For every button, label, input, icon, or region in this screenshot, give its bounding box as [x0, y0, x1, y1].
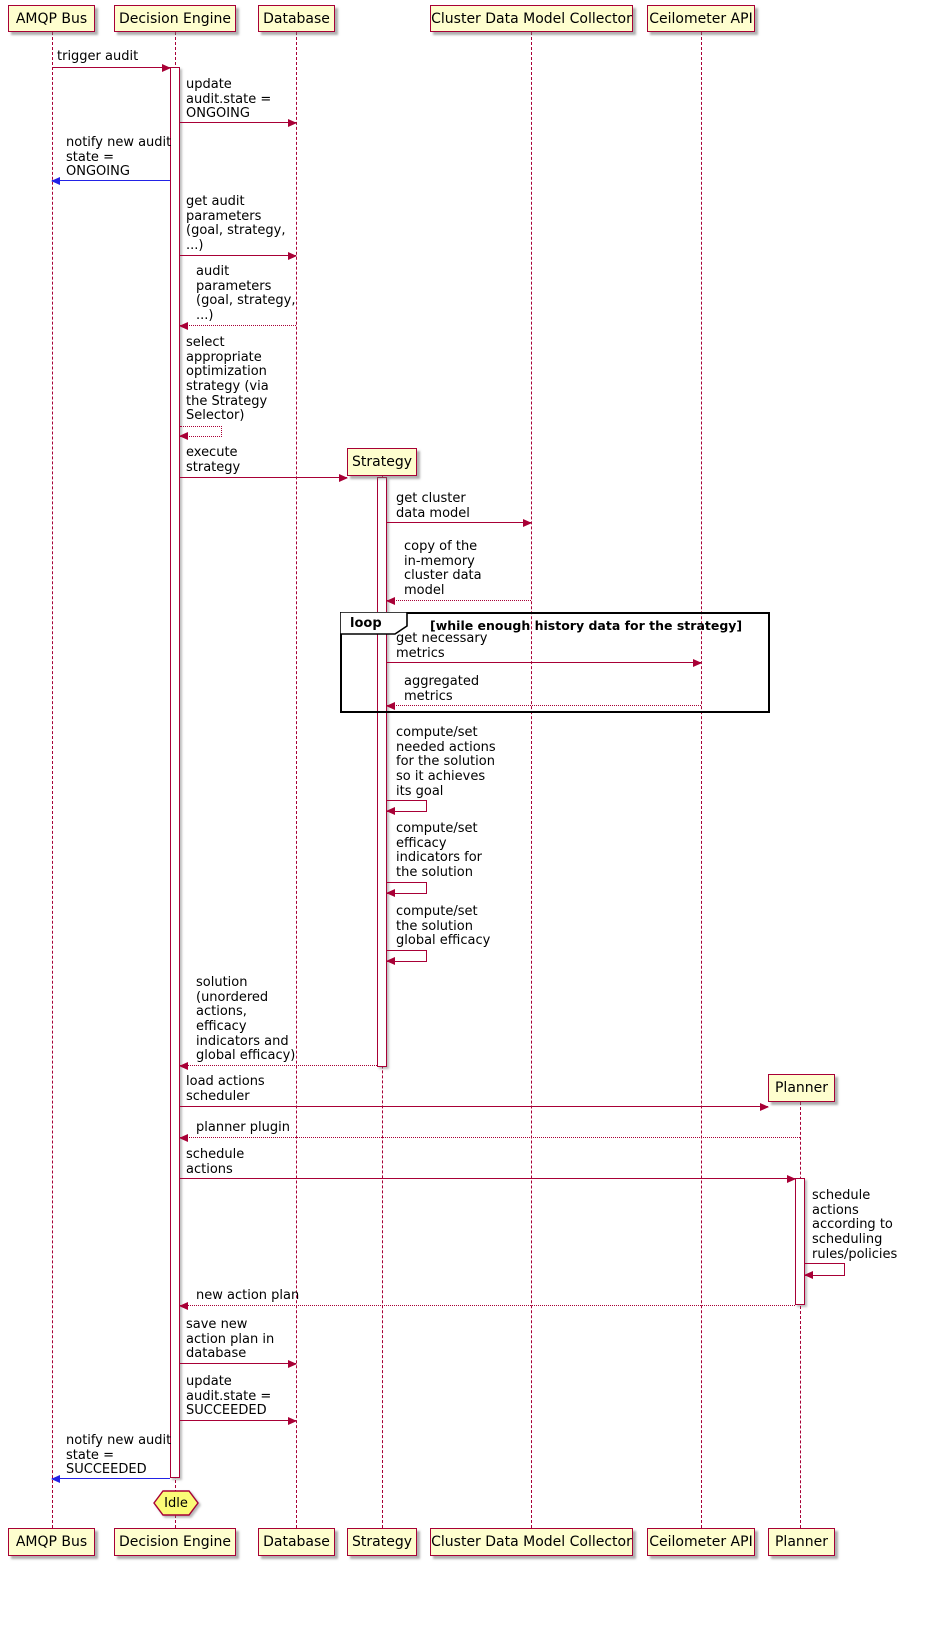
message-label-save-action-plan: save new action plan in database	[186, 1317, 275, 1362]
message-label-schedule-actions: schedule actions	[186, 1147, 245, 1177]
lifeline-amqp-bus	[52, 32, 53, 1528]
message-arrow-planner-plugin	[179, 1134, 800, 1142]
participant-top-ceilometer-api: Ceilometer API	[647, 5, 755, 32]
message-label-compute-global-efficacy: compute/set the solution global efficacy	[396, 904, 491, 949]
activation-planner	[795, 1178, 805, 1305]
message-arrow-load-actions-scheduler	[180, 1103, 769, 1111]
message-arrow-schedule-actions	[180, 1175, 796, 1183]
lifeline-planner	[800, 1102, 801, 1528]
message-label-aggregated-metrics: aggregated metrics	[404, 674, 480, 704]
message-self-schedule-by-rules	[804, 1263, 845, 1279]
message-label-compute-efficacy-indicators: compute/set efficacy indicators for the …	[396, 821, 483, 881]
message-label-compute-needed-actions: compute/set needed actions for the solut…	[396, 725, 496, 799]
message-label-new-action-plan: new action plan	[196, 1288, 300, 1303]
message-arrow-new-action-plan	[179, 1302, 795, 1310]
participant-top-database: Database	[258, 5, 335, 32]
message-label-planner-plugin: planner plugin	[196, 1120, 290, 1135]
message-arrow-get-cluster-data-model	[387, 519, 532, 527]
message-label-load-actions-scheduler: load actions scheduler	[186, 1074, 265, 1104]
message-arrow-aggregated-metrics	[386, 702, 701, 710]
message-label-solution-return: solution (unordered actions, efficacy in…	[196, 975, 296, 1064]
message-label-get-cluster-data-model: get cluster data model	[396, 491, 470, 521]
participant-top-amqp-bus: AMQP Bus	[8, 5, 95, 32]
message-label-cluster-model-copy: copy of the in-memory cluster data model	[404, 539, 482, 599]
message-label-notify-ongoing: notify new audit state = ONGOING	[66, 135, 172, 180]
participant-top-decision-engine: Decision Engine	[114, 5, 236, 32]
message-self-compute-efficacy-indicators	[386, 882, 427, 897]
message-label-notify-succeeded: notify new audit state = SUCCEEDED	[66, 1433, 172, 1478]
message-arrow-notify-ongoing	[51, 177, 170, 185]
message-arrow-save-action-plan	[180, 1360, 297, 1368]
message-arrow-solution-return	[179, 1062, 377, 1070]
participant-bottom-strategy: Strategy	[347, 1528, 417, 1556]
activation-decision-engine	[170, 67, 180, 1478]
message-self-compute-global-efficacy	[386, 950, 427, 965]
message-arrow-audit-parameters-return	[179, 322, 296, 330]
loop-frame: loop [while enough history data for the …	[340, 612, 770, 713]
idle-hexagon: Idle	[153, 1490, 199, 1516]
message-label-select-strategy: select appropriate optimization strategy…	[186, 335, 269, 424]
participant-created-strategy: Strategy	[347, 448, 417, 476]
message-label-trigger-audit: trigger audit	[57, 49, 139, 64]
idle-label: Idle	[164, 1495, 188, 1511]
participant-created-planner: Planner	[768, 1074, 835, 1102]
idle-hexagon-shape	[153, 1490, 199, 1516]
message-arrow-update-audit-ongoing	[180, 119, 297, 127]
loop-keyword: loop	[350, 616, 382, 631]
message-self-compute-needed-actions	[386, 800, 427, 815]
loop-condition: [while enough history data for the strat…	[430, 618, 743, 633]
message-arrow-execute-strategy	[180, 474, 348, 482]
lifeline-cluster-data-model-collector	[531, 32, 532, 1528]
participant-bottom-planner: Planner	[768, 1528, 835, 1556]
message-label-update-audit-succeeded: update audit.state = SUCCEEDED	[186, 1374, 272, 1419]
message-arrow-trigger-audit	[52, 64, 171, 72]
participant-bottom-ceilometer-api: Ceilometer API	[647, 1528, 755, 1556]
message-arrow-get-necessary-metrics	[387, 659, 702, 667]
lifeline-ceilometer-api	[701, 32, 702, 1528]
message-label-get-necessary-metrics: get necessary metrics	[396, 631, 488, 661]
participant-bottom-decision-engine: Decision Engine	[114, 1528, 236, 1556]
participant-bottom-amqp-bus: AMQP Bus	[8, 1528, 95, 1556]
loop-tab-shape	[340, 612, 408, 635]
message-arrow-update-audit-succeeded	[180, 1417, 297, 1425]
message-label-update-audit-ongoing: update audit.state = ONGOING	[186, 77, 272, 122]
message-label-audit-parameters-return: audit parameters (goal, strategy, ...)	[196, 264, 296, 324]
participant-bottom-cluster-data-model-collector: Cluster Data Model Collector	[430, 1528, 633, 1556]
message-self-select-strategy	[179, 426, 222, 440]
message-label-execute-strategy: execute strategy	[186, 445, 241, 475]
participant-top-cluster-data-model-collector: Cluster Data Model Collector	[430, 5, 633, 32]
participant-bottom-database: Database	[258, 1528, 335, 1556]
lifeline-database	[296, 32, 297, 1528]
message-arrow-notify-succeeded	[51, 1475, 170, 1483]
message-arrow-cluster-model-copy	[386, 597, 531, 605]
message-label-get-audit-parameters: get audit parameters (goal, strategy, ..…	[186, 194, 286, 254]
message-arrow-get-audit-parameters	[180, 252, 297, 260]
activation-strategy	[377, 477, 387, 1067]
message-label-schedule-by-rules: schedule actions according to scheduling…	[812, 1188, 898, 1262]
